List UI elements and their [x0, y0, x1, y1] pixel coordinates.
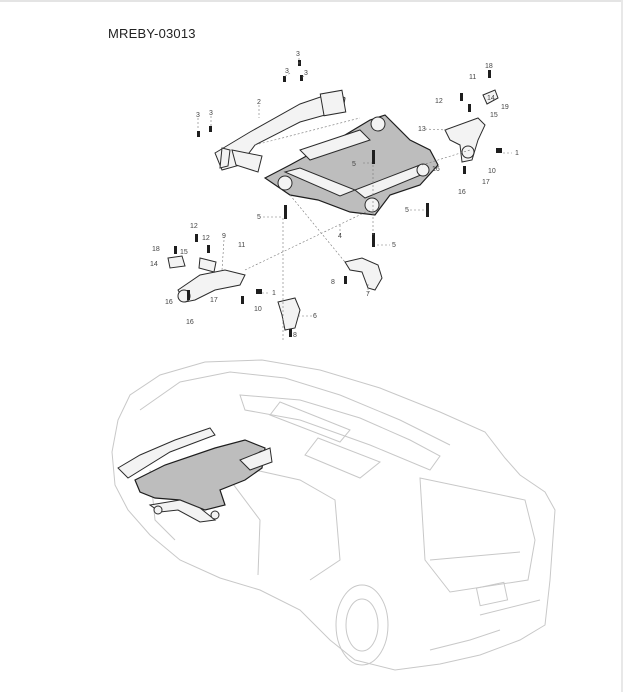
callout-12: 12: [435, 98, 443, 105]
callout-3: 3: [285, 68, 289, 75]
callout-17: 17: [210, 297, 218, 304]
callout-7: 7: [366, 291, 370, 298]
callout-1: 1: [272, 290, 276, 297]
callout-5: 5: [392, 242, 396, 249]
vehicle-outline: [111, 359, 556, 671]
callout-13: 13: [418, 126, 426, 133]
callout-16: 16: [186, 319, 194, 326]
right-border: [621, 0, 623, 692]
callout-15: 15: [490, 112, 498, 119]
callout-11: 11: [238, 242, 245, 249]
callout-10: 10: [488, 168, 496, 175]
top-border: [0, 0, 623, 2]
callout-9: 9: [222, 233, 226, 240]
callout-14: 14: [150, 261, 158, 268]
callout-17: 17: [482, 179, 490, 186]
subframe-part: [263, 114, 439, 216]
callout-6: 6: [313, 313, 317, 320]
callout-16: 16: [458, 189, 466, 196]
rear-bracket-part: [344, 257, 383, 291]
callout-18: 18: [152, 246, 160, 253]
callout-16: 16: [165, 299, 173, 306]
callout-3: 3: [209, 110, 213, 117]
callout-8: 8: [331, 279, 335, 286]
document-code: MREBY-03013: [108, 26, 196, 41]
bolts-group: [174, 60, 502, 337]
callout-18: 18: [485, 63, 493, 70]
alignment-lines: [244, 117, 471, 340]
callout-2: 2: [257, 99, 261, 106]
front-bracket-part: [277, 297, 301, 331]
left-lower-arm-part: [167, 255, 246, 303]
callout-19: 19: [501, 104, 509, 111]
callout-leaders: [197, 58, 512, 317]
callout-3: 3: [304, 70, 308, 77]
callout-1: 1: [515, 150, 519, 157]
callout-14: 14: [487, 95, 495, 102]
callout-15: 15: [180, 249, 188, 256]
callout-16: 16: [432, 166, 440, 173]
callout-8: 8: [293, 332, 297, 339]
callout-12: 12: [190, 223, 198, 230]
callout-10: 10: [254, 306, 262, 313]
callout-3: 3: [296, 51, 300, 58]
callout-11: 11: [469, 74, 476, 81]
right-lower-arm-part: [444, 89, 499, 163]
front-crossmember-part: [214, 89, 347, 173]
callout-labels: 3 3 3 3 3 2 18 11 12 19 14 15 13 1 16 17…: [150, 51, 519, 339]
callout-3: 3: [196, 112, 200, 119]
callout-12: 12: [202, 235, 210, 242]
callout-5: 5: [257, 214, 261, 221]
callout-5: 5: [405, 207, 409, 214]
callout-5: 5: [352, 161, 356, 168]
installed-subframe-part: [117, 427, 273, 523]
callout-4: 4: [338, 233, 342, 240]
